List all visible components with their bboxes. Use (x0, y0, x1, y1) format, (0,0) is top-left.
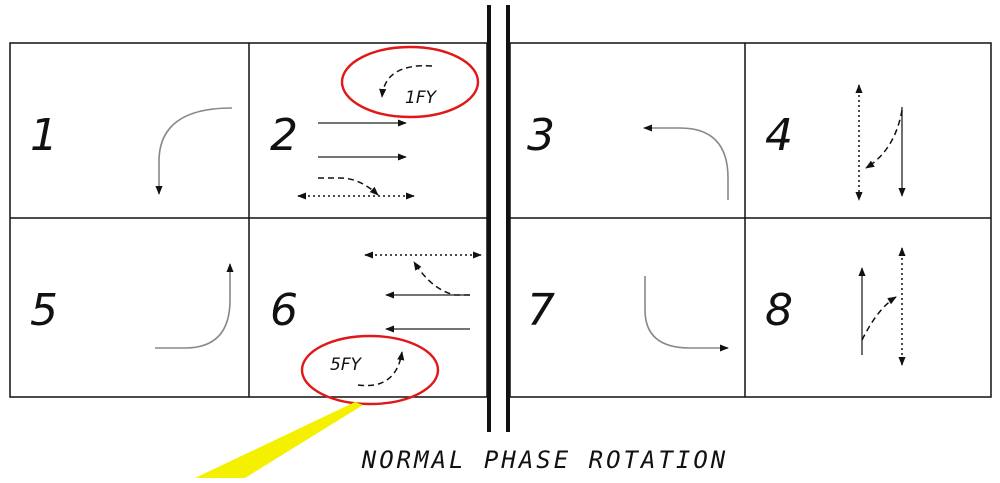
phase-1-left-turn-arrow (155, 107, 233, 195)
callout-pointer (195, 402, 363, 478)
phase-5-number: 5 (30, 285, 58, 336)
phase-6-flashing-yellow-callout: 5FY (300, 334, 440, 406)
ring-barrier (487, 5, 510, 432)
phase-3-number: 3 (527, 110, 555, 161)
phase-6-flashing-yellow-label: 5FY (330, 355, 363, 375)
phase-5-left-turn-arrow (155, 263, 234, 349)
diagram-caption: NORMAL PHASE ROTATION (361, 446, 728, 474)
phase-4-movement-arrows (855, 84, 906, 201)
phase-2-movement-arrows (297, 119, 415, 200)
phase-7-left-turn-arrow (644, 276, 729, 352)
phase-3-left-turn-arrow (643, 124, 729, 200)
phase-1-number: 1 (30, 110, 58, 161)
phase-2-number: 2 (270, 110, 298, 161)
phase-2-flashing-yellow-label: 1FY (405, 88, 438, 108)
phase-2-flashing-yellow-callout: 1FY (340, 45, 480, 119)
phase-8-number: 8 (765, 285, 793, 336)
phase-7-number: 7 (527, 285, 555, 336)
phase-6-movement-arrows (364, 251, 482, 333)
phase-8-movement-arrows (858, 247, 906, 366)
phase-6-number: 6 (270, 285, 298, 336)
right-ring-grid (509, 42, 992, 398)
phase-4-number: 4 (765, 110, 793, 161)
